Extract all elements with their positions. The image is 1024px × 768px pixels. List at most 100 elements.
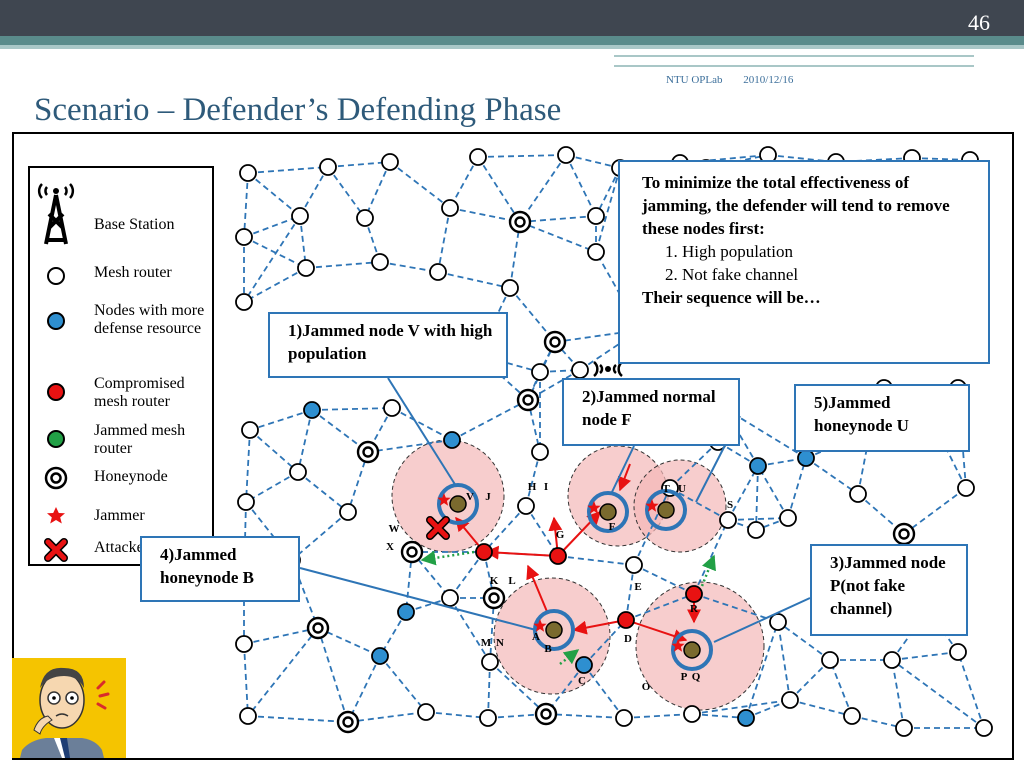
jammed-target-node [449, 495, 467, 513]
jamming-arrow [559, 649, 580, 665]
mesh-router-node [895, 719, 913, 737]
honeynode [516, 388, 540, 412]
mesh-link [243, 267, 307, 303]
mesh-router-node [339, 503, 357, 521]
info-list: High population Not fake channel [642, 241, 976, 287]
honeynode [306, 616, 330, 640]
mesh-router-node [501, 279, 519, 297]
attack-arrow [484, 545, 559, 560]
mesh-router-node [843, 707, 861, 725]
mesh-link [247, 627, 319, 717]
defense-node [749, 457, 767, 475]
mesh-router-node [319, 158, 337, 176]
mesh-link [243, 643, 249, 717]
mesh-link [633, 487, 671, 566]
mesh-link [425, 711, 489, 719]
mesh-router-icon [47, 267, 65, 285]
node-label-r: R [690, 603, 699, 615]
mesh-link [367, 439, 453, 453]
header-accent-lines [614, 55, 974, 67]
mesh-router-node [239, 707, 257, 725]
legend-honeynode: Honeynode [94, 468, 168, 485]
mesh-link [583, 619, 627, 666]
defense-node [575, 656, 593, 674]
mesh-link [757, 465, 789, 519]
mesh-router-node [237, 493, 255, 511]
node-label-m: M [481, 637, 492, 649]
legend-attacker: Attacker [94, 539, 150, 556]
mesh-router-node [356, 209, 374, 227]
honeynode [543, 330, 567, 354]
diagram-frame [12, 132, 1014, 760]
mesh-router-node [291, 207, 309, 225]
mesh-link [693, 593, 779, 623]
mesh-link [247, 166, 329, 174]
node-label-g: G [556, 529, 565, 541]
top-stripe-light [0, 45, 1024, 49]
strategy-info-box: To minimize the total effectiveness of j… [618, 160, 990, 364]
mesh-link [245, 471, 299, 503]
node-label-u: U [678, 483, 686, 495]
legend-symbols [37, 183, 75, 562]
mesh-link [903, 487, 967, 535]
honeynode-icon [44, 466, 68, 490]
mesh-link [291, 511, 349, 561]
node-label-l: L [508, 575, 515, 587]
mesh-router-node [821, 651, 839, 669]
org-label: NTU OPLab [666, 74, 723, 86]
mesh-link [247, 715, 349, 723]
mesh-link [347, 711, 427, 723]
mesh-link [745, 699, 791, 719]
mesh-link [311, 407, 393, 411]
mesh-router-node [479, 709, 497, 727]
mesh-link [727, 465, 759, 521]
honeynode [482, 586, 506, 610]
compromised-node [685, 585, 703, 603]
mesh-link [243, 172, 249, 238]
mesh-router-node [625, 556, 643, 574]
node-label-e: E [634, 581, 641, 593]
mesh-link [557, 555, 635, 566]
mesh-link [691, 699, 791, 715]
defended-node-ring [437, 483, 479, 525]
node-label-j: J [485, 491, 491, 503]
honeynode [336, 710, 360, 734]
defended-node-ring [671, 629, 713, 671]
mesh-router-node [381, 153, 399, 171]
mesh-router-node [557, 146, 575, 164]
mesh-link [317, 627, 349, 723]
defense-node [397, 603, 415, 621]
slide-number: 46 [968, 10, 990, 35]
mesh-link [243, 215, 301, 238]
mesh-link [633, 564, 695, 595]
jammer-star-icon [645, 499, 659, 512]
callout-node-b: 4)Jammed honeynode B [140, 536, 300, 602]
node-label-q: Q [692, 671, 701, 683]
jammer-star-icon [47, 507, 65, 524]
node-label-t: T [662, 483, 670, 495]
mesh-link [247, 172, 301, 217]
mesh-link [391, 407, 453, 441]
mesh-link [583, 664, 625, 719]
mesh-link [364, 217, 381, 263]
mesh-link [625, 593, 695, 621]
base-station-icon [593, 361, 623, 377]
mesh-router-node [615, 709, 633, 727]
info-intro: To minimize the total effectiveness of j… [642, 173, 950, 238]
mesh-link [245, 429, 251, 503]
defense-node [737, 709, 755, 727]
legend: Base Station Mesh router Nodes with more… [28, 166, 214, 566]
node-label-b: B [544, 643, 552, 655]
mesh-link [623, 713, 693, 719]
mesh-link [745, 621, 779, 719]
mesh-router-node [371, 253, 389, 271]
mesh-router-node [975, 719, 993, 737]
jammed-target-node [545, 621, 563, 639]
callout-node-f: 2)Jammed normal node F [562, 378, 740, 446]
defense-node [371, 647, 389, 665]
mesh-link [243, 627, 319, 645]
mesh-link [891, 659, 985, 729]
honeynode [892, 522, 916, 546]
mesh-link [489, 661, 547, 715]
